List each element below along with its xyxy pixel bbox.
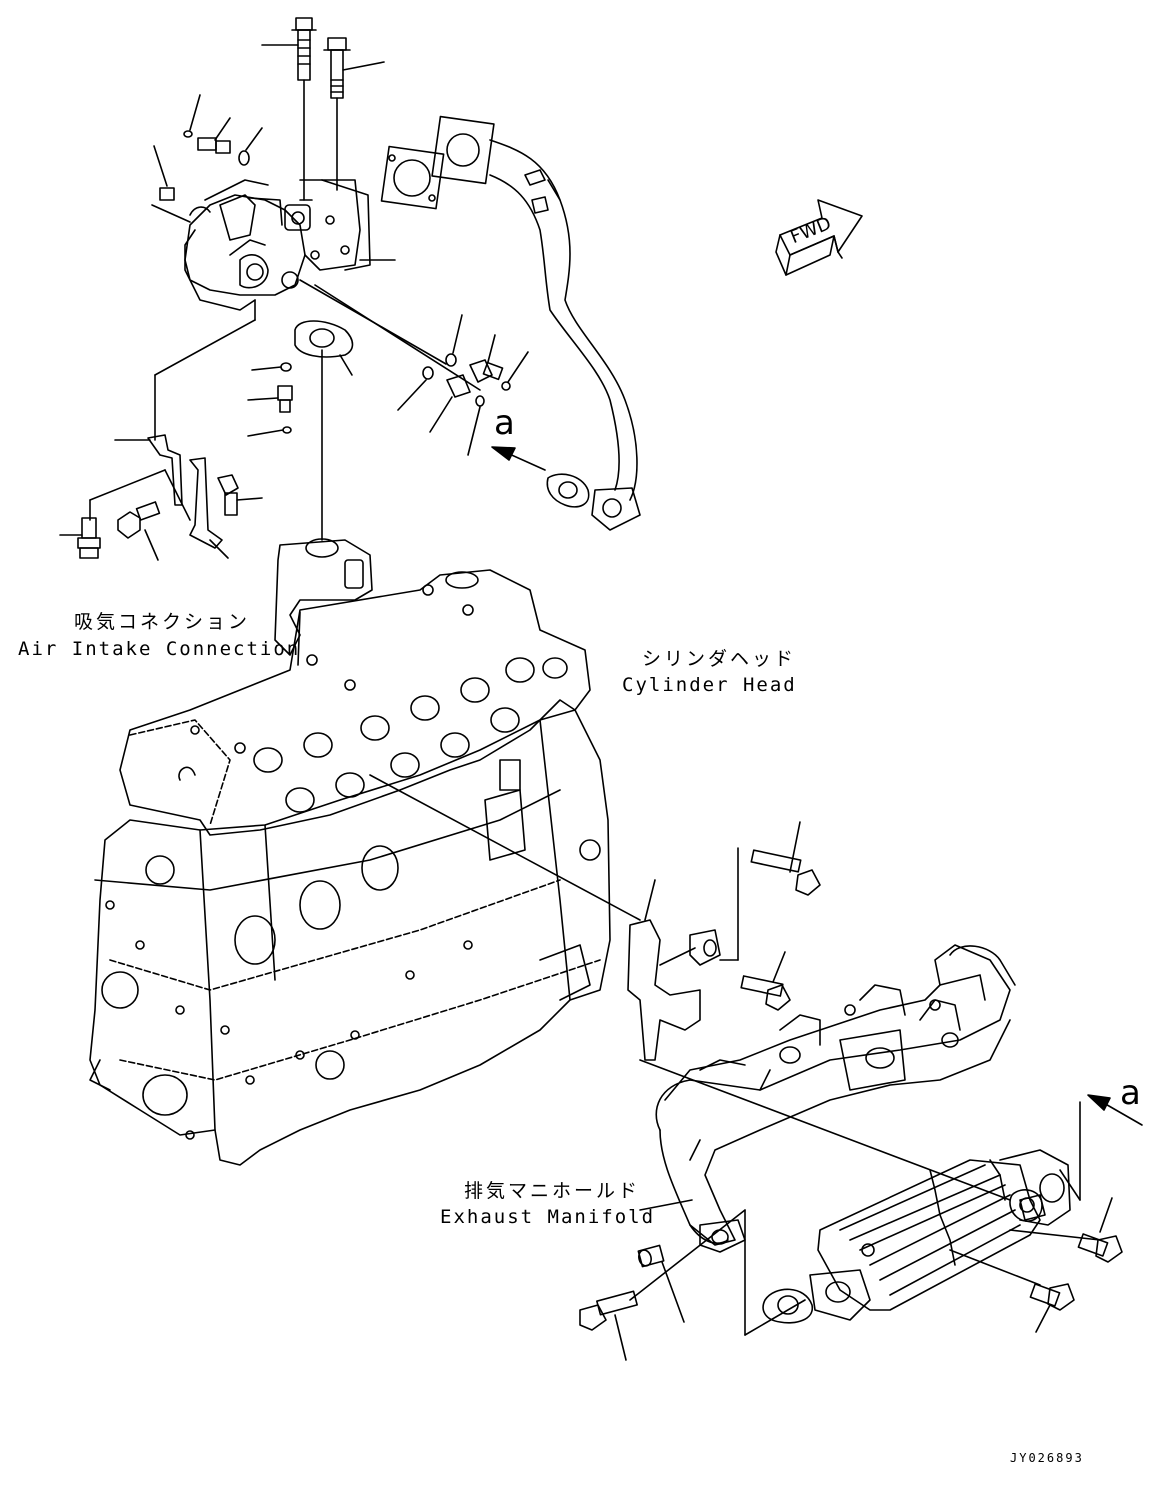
egr-valve-assembly	[184, 179, 396, 311]
air-intake-label-en: Air Intake Connection	[18, 638, 301, 660]
assembly-lines-exhaust	[369, 774, 1011, 1201]
long-bolt-1	[261, 17, 317, 201]
brackets-left	[89, 299, 256, 559]
exhaust-manifold-label-en: Exhaust Manifold	[440, 1206, 656, 1228]
lower-bolts	[579, 1209, 806, 1361]
cylinder-head-label-jp: シリンダヘッド	[642, 648, 797, 670]
view-arrow-a-top	[491, 446, 546, 471]
gasket-mid-right	[546, 473, 590, 508]
gasket-cooler-1	[762, 1288, 813, 1324]
gasket-cooler-2	[1009, 1189, 1043, 1222]
view-ref-a-bottom: a	[1120, 1073, 1141, 1113]
drawing-code: JY026893	[1010, 1451, 1084, 1465]
fwd-arrow-icon	[775, 199, 863, 276]
exhaust-bracket-bolts	[740, 821, 821, 1011]
fittings-center	[247, 279, 481, 437]
exhaust-manifold	[655, 944, 1016, 1246]
gasket-upper-1	[380, 145, 445, 210]
right-bolts	[949, 1101, 1123, 1333]
egr-cooler	[809, 1149, 1071, 1321]
bolts-left	[59, 474, 263, 561]
fittings-right	[397, 314, 529, 456]
exhaust-bracket	[627, 847, 739, 1061]
small-orings-top	[151, 94, 263, 223]
egr-pipe	[431, 115, 641, 531]
view-ref-a-top: a	[494, 403, 515, 443]
gasket-lower	[294, 320, 354, 541]
long-bolt-2	[323, 37, 385, 191]
manifold-outlet-flange	[699, 1219, 746, 1253]
engine-block	[89, 538, 611, 1166]
view-arrow-a-bottom	[1087, 1094, 1143, 1126]
cylinder-head-label-en: Cylinder Head	[622, 674, 797, 696]
air-intake-label-jp: 吸気コネクション	[74, 611, 251, 633]
exhaust-manifold-label-jp: 排気マニホールド	[464, 1180, 641, 1202]
label-leaders	[297, 611, 693, 1211]
